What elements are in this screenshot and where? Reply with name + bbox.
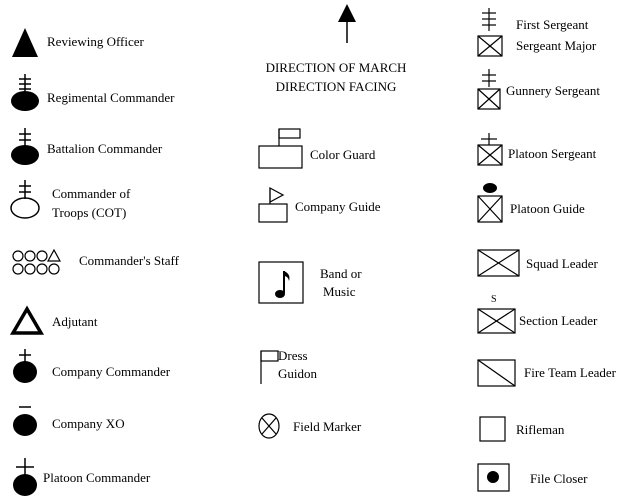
direction-arrow-symbol	[338, 4, 356, 43]
platoon-sergeant-label: Platoon Sergeant	[508, 146, 597, 161]
gunnery-sergeant-symbol	[477, 69, 501, 110]
adjutant-label: Adjutant	[52, 314, 98, 329]
reviewing-officer-label: Reviewing Officer	[47, 34, 144, 49]
file-closer-symbol	[477, 463, 510, 492]
cot-label-line2: Troops (COT)	[52, 205, 127, 220]
rifleman-label: Rifleman	[516, 422, 565, 437]
direction-facing-label: DIRECTION FACING	[275, 79, 397, 94]
section-leader-symbol	[477, 308, 516, 334]
section-leader-label: Section Leader	[519, 313, 598, 328]
squad-leader-symbol	[477, 249, 520, 277]
sergeant-major-label: Sergeant Major	[516, 38, 597, 53]
reviewing-officer-symbol	[12, 28, 38, 57]
company-xo-symbol	[13, 406, 37, 436]
battalion-commander-label: Battalion Commander	[47, 141, 163, 156]
company-xo-label: Company XO	[52, 416, 125, 431]
platoon-sergeant-symbol	[477, 133, 503, 166]
first-sergeant-label: First Sergeant	[516, 17, 589, 32]
company-guide-label: Company Guide	[295, 199, 381, 214]
guidon-label: Guidon	[278, 366, 317, 381]
platoon-commander-symbol	[13, 458, 37, 496]
cot-symbol	[10, 180, 40, 219]
cot-label-line1: Commander of	[52, 186, 131, 201]
platoon-guide-symbol	[477, 183, 503, 223]
platoon-commander-label: Platoon Commander	[43, 470, 151, 485]
fire-team-leader-symbol	[477, 359, 516, 387]
section-leader-mark: S	[491, 294, 497, 305]
fire-team-leader-label: Fire Team Leader	[524, 365, 616, 380]
band-symbol	[258, 261, 304, 304]
commanders-staff-label: Commander's Staff	[79, 253, 179, 268]
battalion-commander-symbol	[11, 128, 39, 165]
band-label-line2: Music	[323, 284, 356, 299]
regimental-commander-label: Regimental Commander	[47, 90, 175, 105]
company-commander-label: Company Commander	[52, 364, 171, 379]
company-guide-symbol	[258, 186, 288, 223]
field-marker-symbol	[258, 413, 280, 439]
gunnery-sergeant-label: Gunnery Sergeant	[506, 83, 600, 98]
color-guard-symbol	[258, 128, 303, 169]
band-label-line1: Band or	[320, 266, 362, 281]
regimental-commander-symbol	[11, 74, 39, 111]
adjutant-symbol	[9, 305, 45, 335]
company-commander-symbol	[13, 349, 37, 383]
color-guard-label: Color Guard	[310, 147, 376, 162]
squad-leader-label: Squad Leader	[526, 256, 598, 271]
rifleman-symbol	[479, 416, 506, 442]
platoon-guide-label: Platoon Guide	[510, 201, 585, 216]
file-closer-label: File Closer	[530, 471, 588, 486]
commanders-staff-symbol	[12, 248, 62, 275]
dress-guidon-symbol	[260, 350, 279, 384]
first-sergeant-symbol	[477, 8, 503, 57]
direction-of-march-label: DIRECTION OF MARCH	[265, 60, 407, 75]
field-marker-label: Field Marker	[293, 419, 362, 434]
dress-label: Dress	[278, 348, 308, 363]
